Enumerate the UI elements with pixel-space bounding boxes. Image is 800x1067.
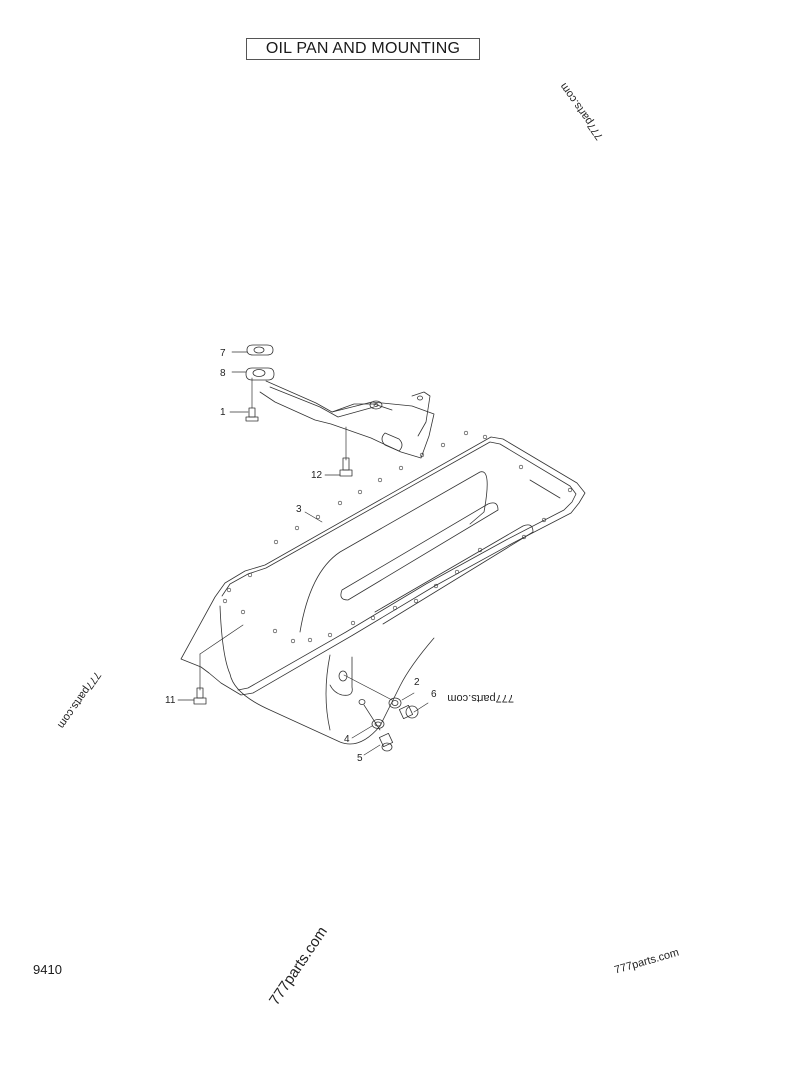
suction-pipe [245, 344, 435, 459]
callout-7[interactable]: 7 [220, 348, 226, 359]
plug-6 [398, 704, 419, 720]
callout-5[interactable]: 5 [357, 753, 363, 764]
bolt-12 [339, 457, 353, 477]
oil-pan [180, 430, 586, 745]
callout-1[interactable]: 1 [220, 407, 226, 418]
callout-6[interactable]: 6 [431, 689, 437, 700]
callout-2[interactable]: 2 [414, 677, 420, 688]
callout-11[interactable]: 11 [165, 695, 176, 706]
page-number: 9410 [33, 962, 62, 977]
bolt-1 [245, 407, 259, 422]
callout-4[interactable]: 4 [344, 734, 350, 745]
washer-2 [388, 697, 402, 709]
fasteners [193, 407, 419, 752]
callout-8[interactable]: 8 [220, 368, 226, 379]
bolt-11 [193, 687, 207, 705]
callout-3[interactable]: 3 [296, 504, 302, 515]
callout-labels: 7 8 1 12 3 11 2 6 4 5 [165, 348, 437, 764]
leader-lines [177, 351, 429, 756]
washer-4 [371, 719, 385, 729]
watermark-middle-right: 777parts.com [447, 692, 514, 704]
callout-12[interactable]: 12 [311, 470, 323, 481]
diagram-title: OIL PAN AND MOUNTING [246, 38, 480, 60]
plug-5 [378, 732, 394, 752]
